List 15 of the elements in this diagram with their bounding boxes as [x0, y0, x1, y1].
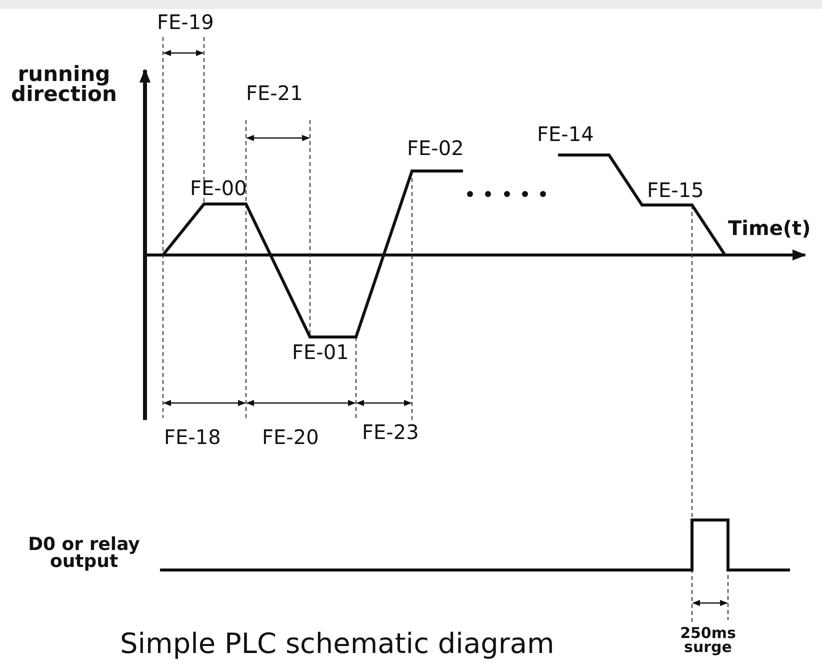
parameter-label: FE-00	[190, 178, 247, 198]
parameter-label: FE-23	[362, 422, 419, 442]
parameter-label: FE-18	[164, 427, 221, 447]
parameter-label: FE-15	[647, 180, 704, 200]
parameter-label: FE-19	[157, 12, 214, 32]
parameter-label: FE-14	[537, 124, 594, 144]
caption: Simple PLC schematic diagram	[120, 630, 554, 658]
axis-label: running direction	[10, 65, 118, 105]
signal-label: D0 or relay output	[27, 536, 141, 570]
parameter-label: FE-21	[246, 83, 303, 103]
duration-label: 250ms surge	[679, 626, 737, 654]
parameter-label: FE-20	[262, 427, 319, 447]
parameter-label: FE-02	[407, 138, 464, 158]
axis-label: Time(t)	[728, 219, 811, 238]
parameter-label: FE-01	[292, 342, 349, 362]
